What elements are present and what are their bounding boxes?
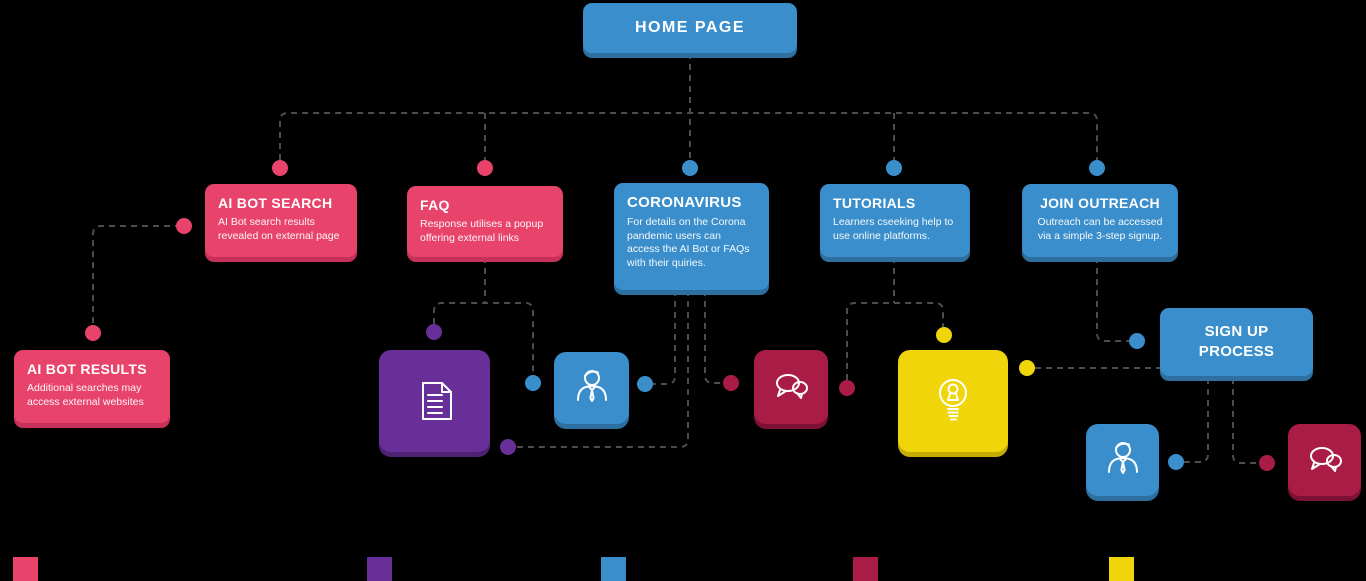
node-join-outreach: JOIN OUTREACH Outreach can be accessed v… <box>1022 184 1178 257</box>
connector-dot <box>839 380 855 396</box>
sign-up-process-label: SIGN UP PROCESS <box>1198 322 1275 360</box>
ai-bot-results-title: AI BOT RESULTS <box>27 361 147 377</box>
node-person-consultation <box>554 352 629 424</box>
ai-bot-search-title: AI BOT SEARCH <box>218 195 333 211</box>
coronavirus-title: CORONAVIRUS <box>627 194 742 211</box>
connector-dot <box>426 324 442 340</box>
connector-dot <box>1089 160 1105 176</box>
node-idea <box>898 350 1008 452</box>
connector-dot <box>682 160 698 176</box>
connector <box>704 290 723 384</box>
chat-bubbles-icon <box>1303 438 1347 482</box>
node-ai-bot-results: AI BOT RESULTS Additional searches may a… <box>14 350 170 423</box>
connector <box>1096 257 1129 342</box>
connector <box>92 225 192 325</box>
connector <box>1232 378 1259 464</box>
connector <box>279 112 1098 160</box>
node-document <box>379 350 490 452</box>
tutorials-title: TUTORIALS <box>833 195 916 211</box>
connector-dot <box>1168 454 1184 470</box>
lightbulb-icon <box>925 373 981 429</box>
legend-swatch-yellow <box>1109 557 1134 581</box>
connector-dot <box>176 218 192 234</box>
connector-dot <box>1259 455 1275 471</box>
ai-bot-results-desc: Additional searches may access external … <box>27 382 144 408</box>
node-ai-bot-search: AI BOT SEARCH AI Bot search results reve… <box>205 184 357 257</box>
faq-desc: Response utilises a popup offering exter… <box>420 218 544 244</box>
connector-dot <box>500 439 516 455</box>
person-icon <box>570 366 614 410</box>
legend-swatch-blue <box>601 557 626 581</box>
connector-dot <box>1129 333 1145 349</box>
node-chat-signup <box>1288 424 1361 496</box>
coronavirus-desc: For details on the Corona pandemic users… <box>627 216 750 269</box>
document-icon <box>407 373 463 429</box>
connector-dot <box>723 375 739 391</box>
connector-dot <box>1019 360 1035 376</box>
connector-dot <box>936 327 952 343</box>
connector-dot <box>477 160 493 176</box>
node-chat <box>754 350 828 424</box>
chat-bubbles-icon <box>769 365 813 409</box>
faq-title: FAQ <box>420 197 450 213</box>
node-coronavirus: CORONAVIRUS For details on the Corona pa… <box>614 183 769 290</box>
home-page-label: HOME PAGE <box>634 19 746 36</box>
connector-dot <box>272 160 288 176</box>
connector <box>653 290 676 385</box>
node-sign-up-process: SIGN UP PROCESS <box>1160 308 1313 376</box>
node-person-signup <box>1086 424 1159 496</box>
join-outreach-title: JOIN OUTREACH <box>1040 195 1160 211</box>
node-home-page: HOME PAGE <box>583 3 797 53</box>
connector-dot <box>886 160 902 176</box>
legend-swatch-purple <box>367 557 392 581</box>
node-tutorials: TUTORIALS Learners cseeking help to use … <box>820 184 970 257</box>
connector-dot <box>525 375 541 391</box>
person-icon <box>1101 438 1145 482</box>
legend-swatch-pink <box>13 557 38 581</box>
connector <box>1184 378 1209 463</box>
join-outreach-desc: Outreach can be accessed via a simple 3-… <box>1037 216 1163 242</box>
connector-dot <box>637 376 653 392</box>
node-faq: FAQ Response utilises a popup offering e… <box>407 186 563 257</box>
connector-dot <box>85 325 101 341</box>
legend-swatch-maroon <box>853 557 878 581</box>
tutorials-desc: Learners cseeking help to use online pla… <box>833 216 954 242</box>
ai-bot-search-desc: AI Bot search results revealed on extern… <box>218 216 340 242</box>
